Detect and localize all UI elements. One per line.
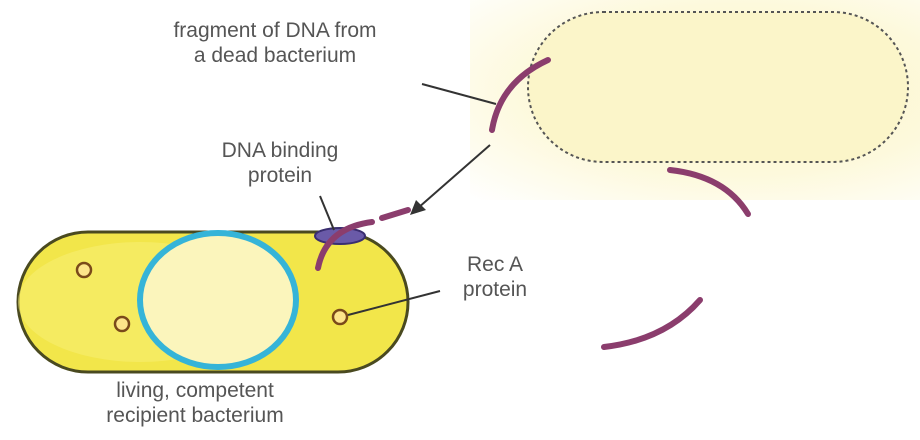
dna-fragment-short	[382, 210, 408, 218]
dead-bacterium	[528, 12, 908, 162]
fragment-label: fragment of DNA from a dead bacterium	[130, 18, 420, 68]
reca-protein-2	[115, 317, 129, 331]
recipient-label-line1: living, competent	[40, 378, 350, 403]
bacterial-chromosome	[140, 233, 296, 367]
fragment-label-line1: fragment of DNA from	[130, 18, 420, 43]
reca-protein-1	[77, 263, 91, 277]
reca-label: Rec A protein	[440, 252, 550, 302]
dna-fragment-bottom	[604, 300, 700, 347]
arrow-to-recipient	[418, 145, 490, 208]
fragment-leader-line	[422, 84, 496, 104]
binding-protein-label-line2: protein	[145, 163, 415, 188]
reca-label-line1: Rec A	[440, 252, 550, 277]
fragment-label-line2: a dead bacterium	[130, 43, 420, 68]
recipient-label: living, competent recipient bacterium	[40, 378, 350, 428]
recipient-label-line2: recipient bacterium	[40, 403, 350, 428]
binding-protein-label: DNA binding protein	[145, 138, 415, 188]
binding-protein-label-line1: DNA binding	[145, 138, 415, 163]
dna-fragment-right	[670, 170, 748, 214]
reca-label-line2: protein	[440, 277, 550, 302]
binding-protein-leader-line	[320, 196, 334, 230]
reca-protein-3	[333, 310, 347, 324]
